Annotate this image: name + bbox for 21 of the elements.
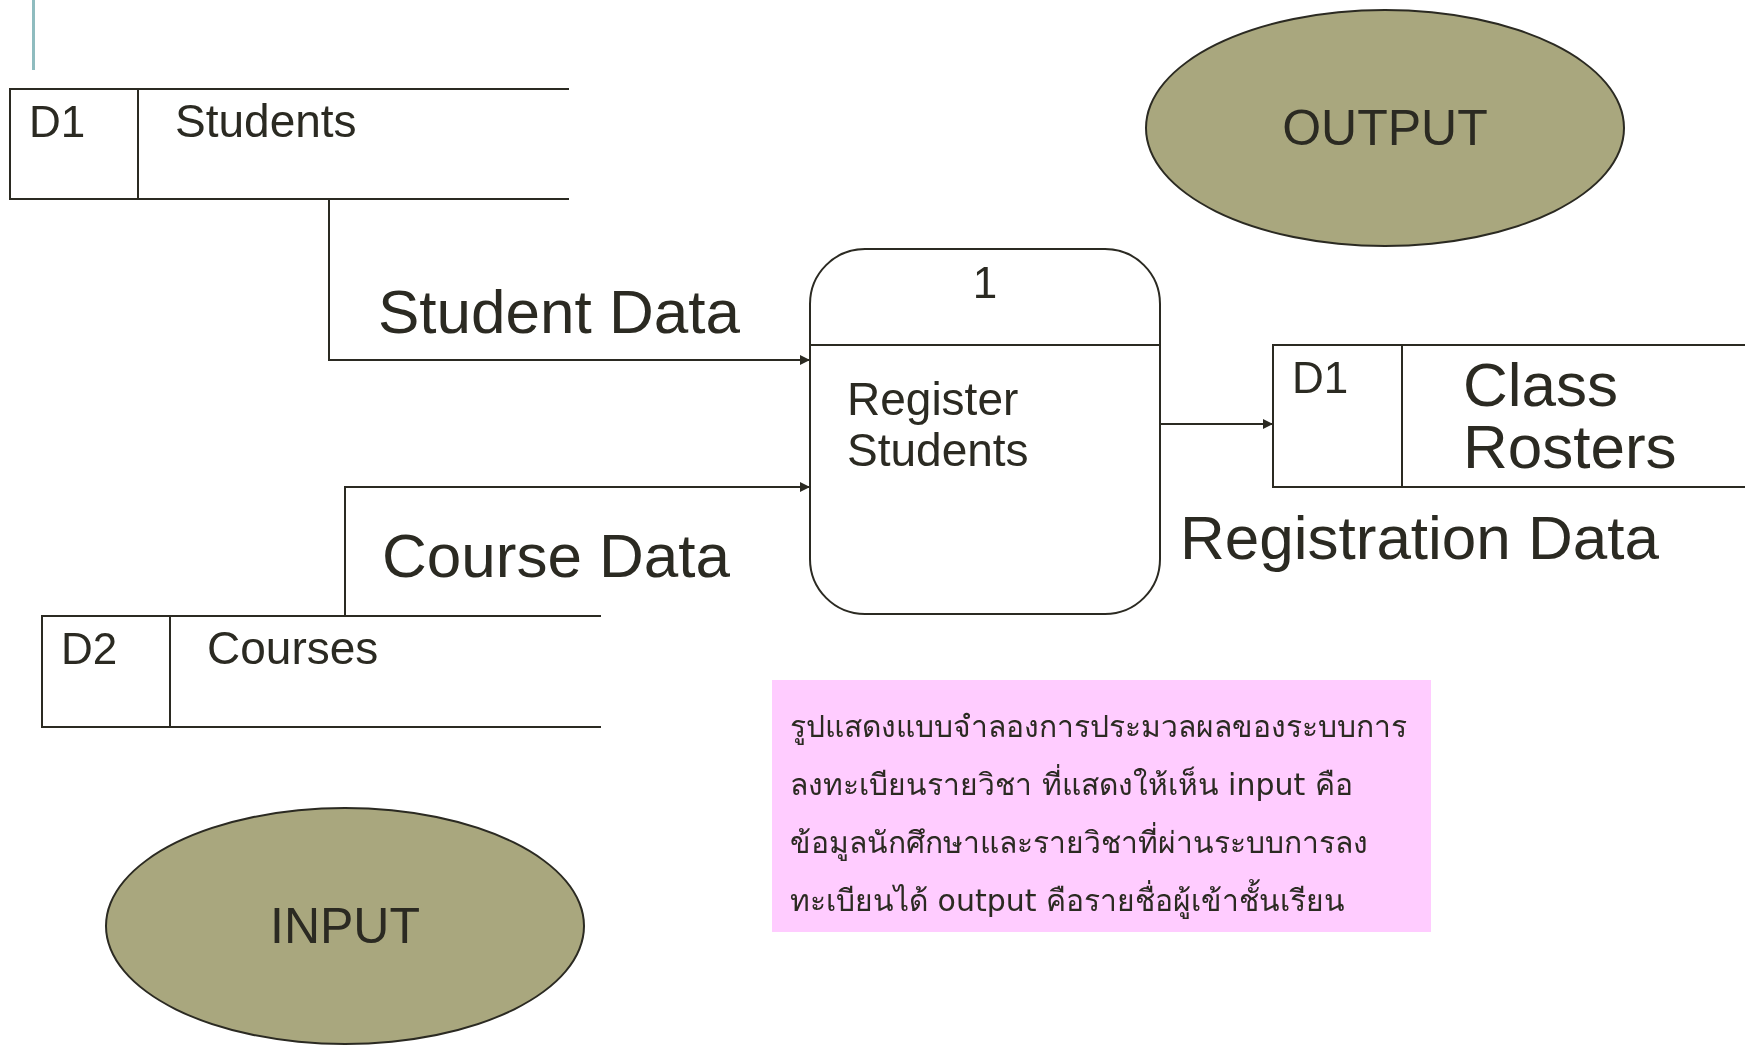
arrow — [328, 199, 810, 365]
data-store — [1272, 344, 1745, 488]
process-label: Register Students — [846, 372, 1030, 476]
note-box: รูปแสดงแบบจำลองการประมวลผลของระบบการลงทะเบียนรายวิชา ที่แสดงให้เห็น input คือข้อมูลนักศึกษาและรายวิชาที่ผ่านระบบการลงทะเบียนได้ output คือรายชื่อผู้เข้าชั้นเรียน — [772, 680, 1431, 932]
ellipse: INPUT — [105, 807, 585, 1045]
arrow — [1160, 419, 1273, 429]
edge-label: Course Data — [382, 520, 731, 591]
store-id: D1 — [11, 90, 139, 198]
store-label: Class Rosters — [1462, 349, 1678, 483]
data-store — [9, 88, 569, 200]
edge-label: Registration Data — [1180, 502, 1660, 573]
edge-label: Student Data — [378, 276, 740, 347]
store-id: D2 — [43, 617, 171, 726]
process-box — [809, 248, 1161, 615]
process-number: 1 — [972, 258, 998, 308]
arrow — [344, 482, 810, 616]
store-label: Courses — [206, 621, 379, 676]
data-store — [41, 615, 601, 728]
store-label: Students — [174, 94, 357, 149]
ellipse: OUTPUT — [1145, 9, 1625, 247]
store-id: D1 — [1274, 346, 1403, 486]
